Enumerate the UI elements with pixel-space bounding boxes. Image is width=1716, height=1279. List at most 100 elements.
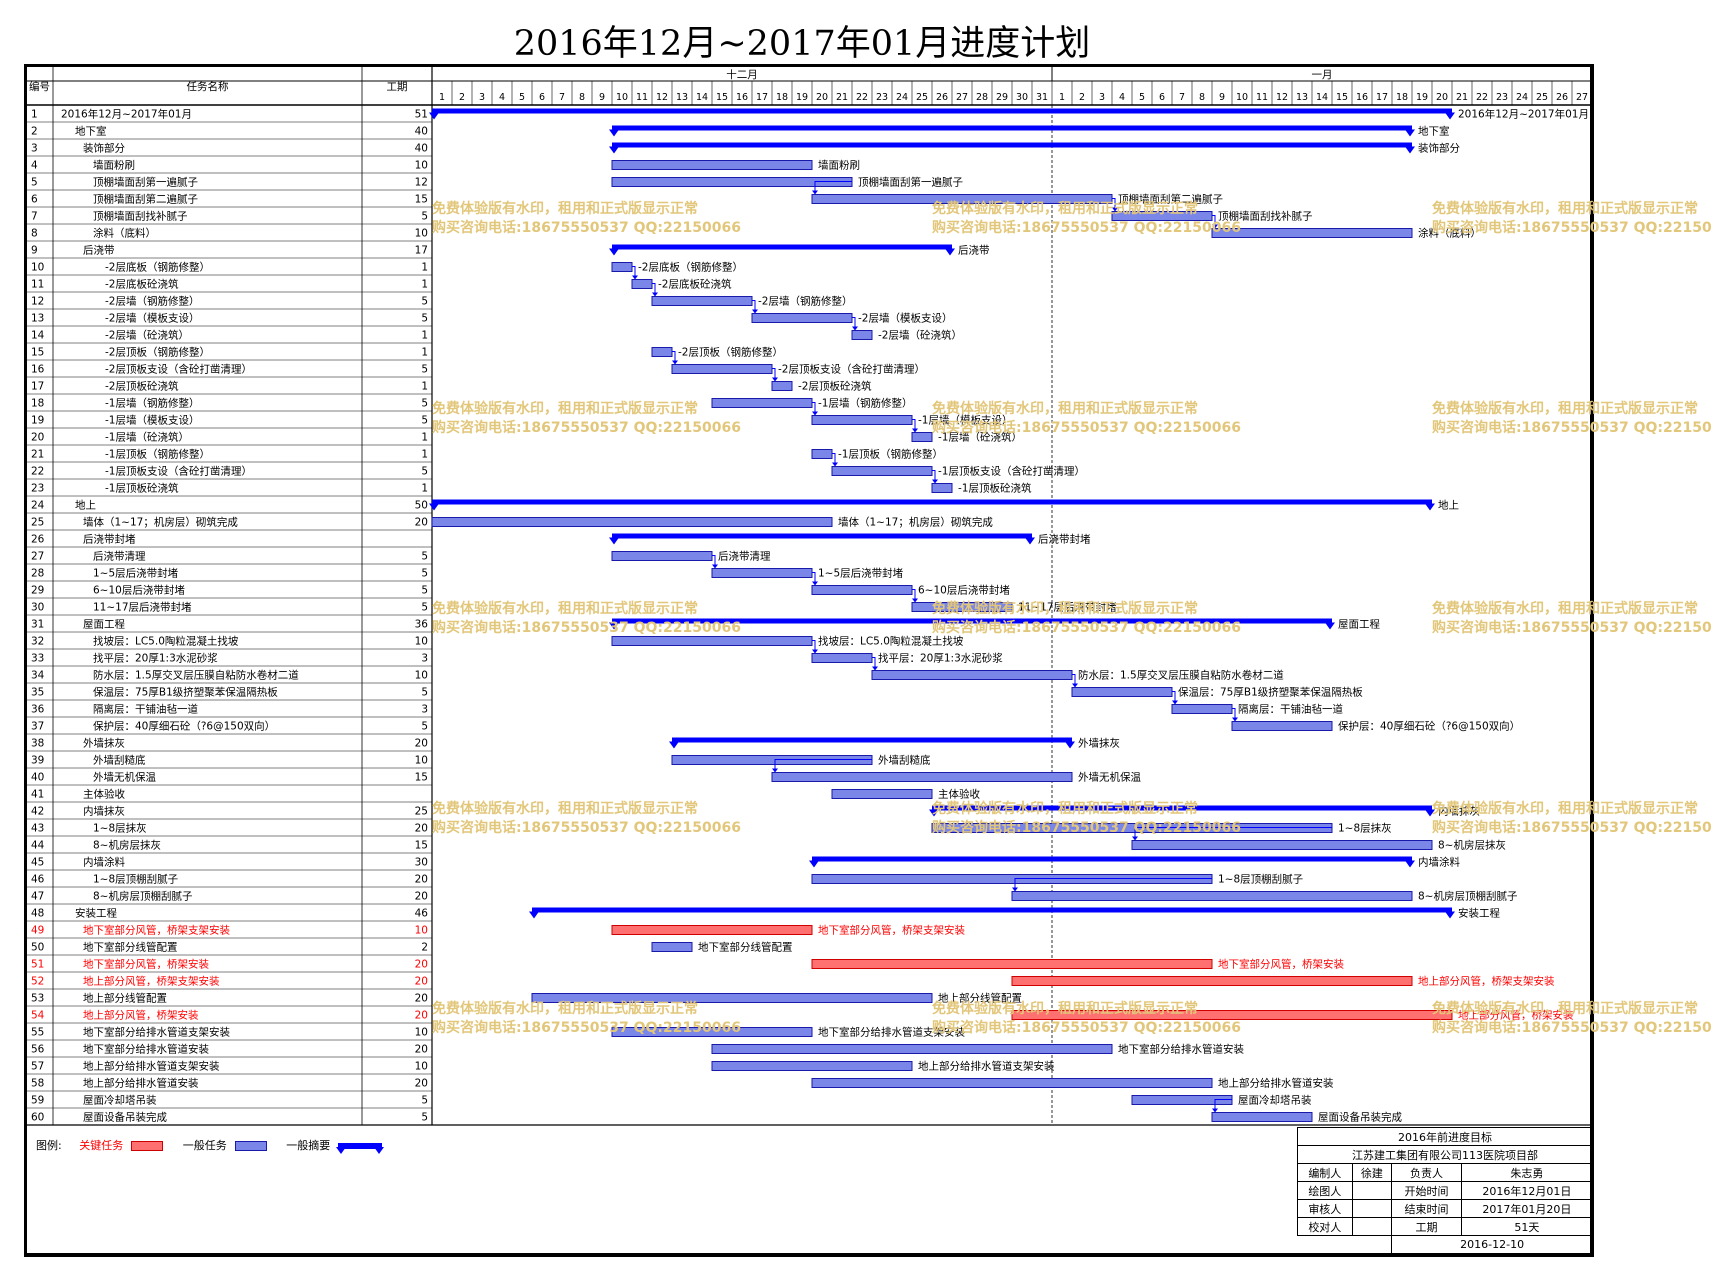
task-bar [1011,891,1413,901]
dependency-link [832,453,836,465]
summary-bar [932,805,1432,811]
summary-cap-end [1425,503,1435,511]
watermark-line: 购买咨询电话:18675550537 QQ:22150066 [1432,420,1712,436]
task-bar [431,517,833,527]
watermark-line: 免费体验版有水印，租用和正式版显示正常 [432,1001,698,1017]
watermark: 免费体验版有水印，租用和正式版显示正常购买咨询电话:18675550537 QQ… [932,800,1241,838]
bar-label: 地上 [1438,499,1459,512]
dependency-arrow [1232,717,1238,722]
watermark: 免费体验版有水印，租用和正式版显示正常购买咨询电话:18675550537 QQ… [432,600,741,638]
summary-bar [612,142,1412,148]
bar-label: 安装工程 [1458,907,1500,920]
bar-label: 11~17层后浇带封堵 [1018,601,1117,614]
task-id: 23 [31,483,44,495]
task-name: 2016年12月~2017年01月 [61,108,192,121]
summary-cap-end [1425,809,1435,817]
task-duration: 46 [415,908,429,920]
project-info-table: 2016年前进度目标 江苏建工集团有限公司113医院项目部 编制人 徐建 负责人… [1297,1127,1594,1254]
task-name: 顶棚墙面刮第二遍腻子 [93,193,198,206]
task-id: 16 [31,364,45,376]
task-id: 10 [31,262,44,274]
task-duration: 15 [415,194,428,206]
bar-label: 防水层：1.5厚交叉层压膜自粘防水卷材二道 [1078,669,1284,682]
task-name: 外墙刮糙底 [93,754,146,767]
task-id: 7 [31,211,38,223]
summary-bar [612,618,1332,624]
legend-general-swatch [234,1141,267,1151]
task-bar [831,466,933,476]
task-name: 顶棚墙面刮第一遍腻子 [93,176,198,189]
task-name: 墙面粉刷 [93,159,135,172]
info-value: 51天 [1460,1217,1594,1236]
watermark: 免费体验版有水印，租用和正式版显示正常购买咨询电话:18675550537 QQ… [932,600,1241,638]
task-id: 40 [31,772,44,784]
dependency-arrow [1172,700,1178,705]
task-name: -2层顶板砼浇筑 [105,380,179,393]
info-key: 工期 [1391,1217,1462,1236]
dependency-link [1112,198,1116,210]
task-id: 30 [31,602,44,614]
day-tick-label: 12 [656,92,668,103]
task-id: 26 [31,534,45,546]
bar-label: 屋面冷却塔吊装 [1238,1094,1312,1107]
day-tick-label: 30 [1016,92,1028,103]
task-duration: 2 [421,942,428,954]
watermark-line: 购买咨询电话:18675550537 QQ:22150066 [432,820,741,836]
dependency-arrow [712,564,718,569]
task-id: 5 [31,177,38,189]
day-tick-label: 13 [676,92,688,103]
dependency-link [932,470,936,482]
day-tick-label: 28 [976,92,988,103]
task-duration: 5 [421,211,428,223]
day-tick-label: 26 [936,92,948,103]
watermark-line: 购买咨询电话:18675550537 QQ:22150066 [432,420,741,436]
task-id: 32 [31,636,44,648]
watermark: 免费体验版有水印，租用和正式版显示正常购买咨询电话:18675550537 QQ… [1432,200,1712,238]
task-id: 57 [31,1061,44,1073]
task-id: 59 [31,1095,44,1107]
task-duration: 30 [415,857,428,869]
day-tick-label: 20 [816,92,828,103]
dependency-arrow [752,309,758,314]
summary-cap-end [1445,112,1455,120]
task-bar [771,772,1073,782]
day-tick-label: 22 [856,92,868,103]
task-id: 49 [31,925,44,937]
bar-label: 地下室部分线管配置 [698,941,793,954]
task-id: 50 [31,942,44,954]
task-bar [1231,721,1333,731]
dependency-link [752,300,756,312]
day-tick-label: 9 [1219,92,1225,103]
task-name: 后浇带封堵 [83,533,136,546]
summary-cap-end [1405,146,1415,154]
bar-label: 外墙刮糙底 [878,754,931,767]
dependency-arrow [1212,1108,1218,1113]
day-tick-label: 26 [1556,92,1568,103]
summary-cap-end [1025,537,1035,545]
task-bar [1131,840,1433,850]
task-duration: 5 [421,313,428,325]
month-label: 一月 [1312,69,1333,81]
info-key: 编制人 [1297,1163,1353,1182]
task-name: 地下室部分线管配置 [83,941,178,954]
dependency-arrow [852,326,858,331]
task-bar [671,364,773,374]
task-id: 6 [31,194,38,206]
critical-task-bar [811,959,1213,969]
watermark-line: 购买咨询电话:18675550537 QQ:22150066 [1432,220,1712,236]
watermark-line: 购买咨询电话:18675550537 QQ:22150066 [932,820,1241,836]
header-id: 编号 [29,80,50,93]
task-duration: 1 [421,449,428,461]
task-duration: 36 [415,619,429,631]
day-tick-label: 23 [1496,92,1508,103]
watermark-line: 购买咨询电话:18675550537 QQ:22150066 [932,420,1241,436]
task-name: 地下室部分给排水管道安装 [83,1043,209,1056]
task-id: 41 [31,789,44,801]
dependency-arrow [772,377,778,382]
bar-label: 地上部分线管配置 [938,992,1022,1005]
bar-label: -2层墙（模板支设） [858,312,952,325]
task-name: 8~机房层顶棚刮腻子 [93,890,192,903]
day-tick-label: 17 [1376,92,1388,103]
task-name: 屋面冷却塔吊装 [83,1094,157,1107]
task-id: 53 [31,993,44,1005]
